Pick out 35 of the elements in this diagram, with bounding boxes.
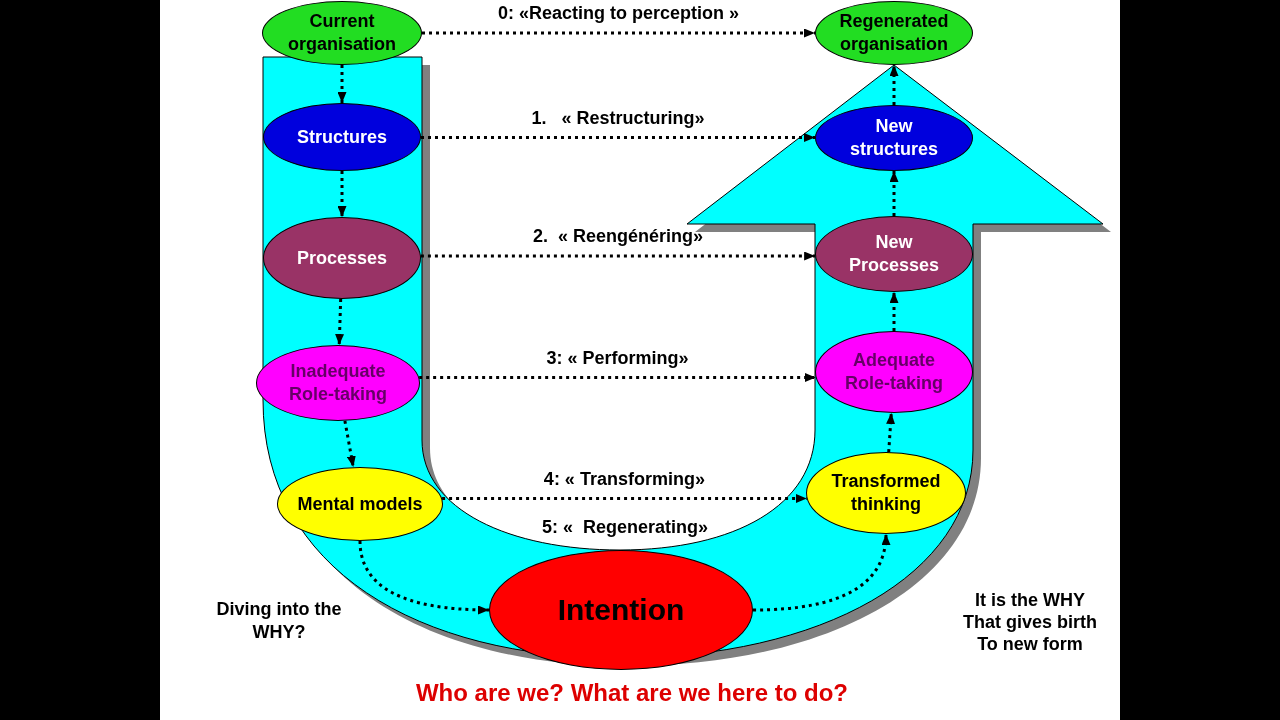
- stage-label: Intention: [557, 593, 685, 627]
- stage-label: Regenerated organisation: [838, 10, 950, 56]
- stage-note: 5: « Regenerating»: [541, 516, 709, 539]
- dotted-arrow: [337, 171, 347, 217]
- dotted-arrow: [886, 412, 896, 453]
- edge-label: 2. « Reengénéring»: [532, 225, 704, 248]
- stage-label: Transformed thinking: [830, 470, 942, 516]
- dotted-arrow: [889, 292, 899, 331]
- dotted-arrow: [420, 251, 816, 261]
- stage-label: Mental models: [297, 492, 423, 516]
- stage-label: New structures: [849, 115, 939, 161]
- stage-label: Inadequate Role-taking: [288, 360, 388, 406]
- dotted-arrow: [419, 373, 816, 382]
- dotted-arrow: [358, 540, 490, 615]
- dotted-arrow: [889, 171, 899, 216]
- dotted-arrow: [421, 133, 815, 142]
- dotted-arrow: [889, 65, 899, 105]
- stage-label: Current organisation: [287, 10, 397, 56]
- edge-label: 0: «Reacting to perception »: [497, 2, 740, 25]
- side-note: Diving into the WHY?: [215, 598, 343, 644]
- dotted-arrow: [335, 298, 345, 346]
- dotted-arrow: [422, 28, 815, 38]
- stage-label: Adequate Role-taking: [844, 349, 944, 395]
- stage-label: New Processes: [847, 231, 941, 277]
- dotted-arrow: [442, 494, 807, 503]
- stage-label: Structures: [297, 125, 387, 149]
- stage-label: Processes: [296, 246, 388, 270]
- dotted-arrow: [337, 65, 347, 103]
- edge-label: 4: « Transforming»: [543, 467, 705, 491]
- side-note: It is the WHY That gives birth To new form: [962, 589, 1098, 655]
- question-text: Who are we? What are we here to do?: [415, 678, 849, 708]
- dotted-arrow: [343, 420, 356, 468]
- edge-label: 1. « Restructuring»: [531, 106, 705, 130]
- edge-label: 3: « Performing»: [546, 346, 689, 370]
- dotted-arrow: [752, 533, 890, 612]
